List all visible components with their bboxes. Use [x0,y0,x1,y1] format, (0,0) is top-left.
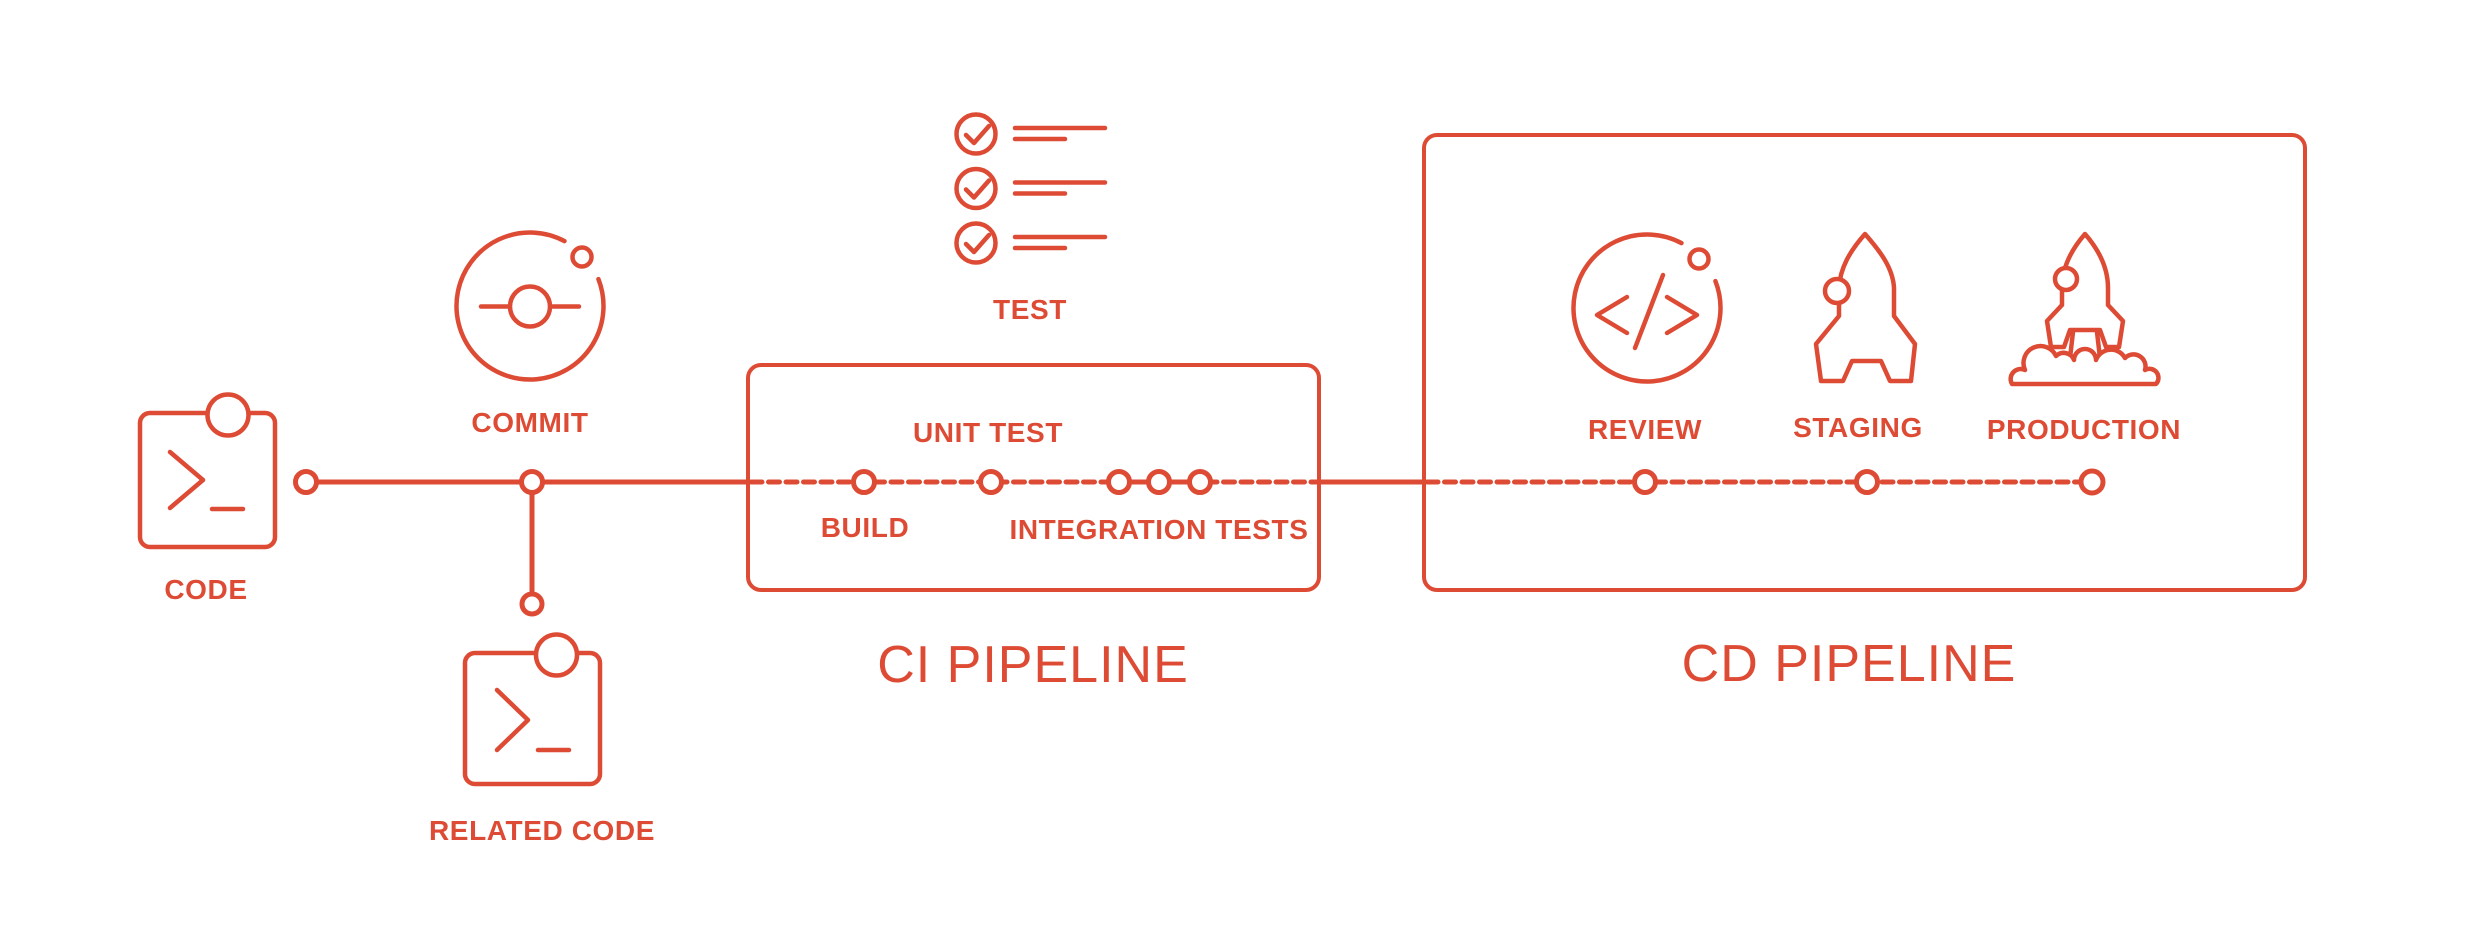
checkmark-icon [963,123,992,146]
test-checklist-icon [954,112,1108,265]
checklist-row [954,112,1108,156]
checklist-row [954,221,1108,265]
production-label: PRODUCTION [1986,414,2182,445]
code-slash [1632,272,1666,351]
timeline-node-code [293,469,319,495]
checklist-row [954,166,1108,211]
review-label: REVIEW [1587,414,1703,445]
timeline-node-unit-test [978,469,1004,495]
related-code-label: RELATED CODE [428,815,656,846]
code-icon [137,392,278,550]
review-satellite-dot [1687,247,1711,271]
timeline-node-integration-2 [1146,469,1172,495]
cd-pipeline-title: CD PIPELINE [1681,635,2017,693]
commit-satellite-dot [570,245,594,269]
cd-pipeline-box [1422,133,2307,592]
production-rocket-icon [2008,231,2161,387]
code-bracket-left [1594,294,1630,336]
integration-tests-label: INTEGRATION TESTS [1009,514,1309,545]
timeline-node-staging [1854,469,1880,495]
staging-label: STAGING [1793,412,1923,443]
review-icon [1571,232,1723,384]
code-label: CODE [164,574,248,605]
ci-pipeline-title: CI PIPELINE [877,636,1189,694]
rocket-porthole [1822,276,1852,306]
timeline-nodes [293,468,2106,617]
rocket-porthole [2052,265,2080,293]
commit-icon [454,230,606,382]
timeline-node-integration-3 [1187,469,1213,495]
timeline-node-related-code [519,591,545,617]
related-code-icon [462,632,603,787]
test-label: TEST [993,294,1067,325]
checkmark-icon [963,178,992,200]
timeline-node-production [2078,468,2106,496]
commit-label: COMMIT [471,407,589,438]
ci-pipeline-box [746,363,1321,592]
timeline-node-integration-1 [1106,469,1132,495]
timeline-node-review [1632,469,1658,495]
build-label: BUILD [820,512,910,543]
checkmark-icon [963,232,992,255]
launch-cloud [2008,343,2161,387]
code-bracket-right [1664,294,1700,336]
unit-test-label: UNIT TEST [912,417,1064,448]
timeline-node-commit [519,469,545,495]
timeline-node-build [851,469,877,495]
staging-rocket-icon [1813,231,1918,384]
